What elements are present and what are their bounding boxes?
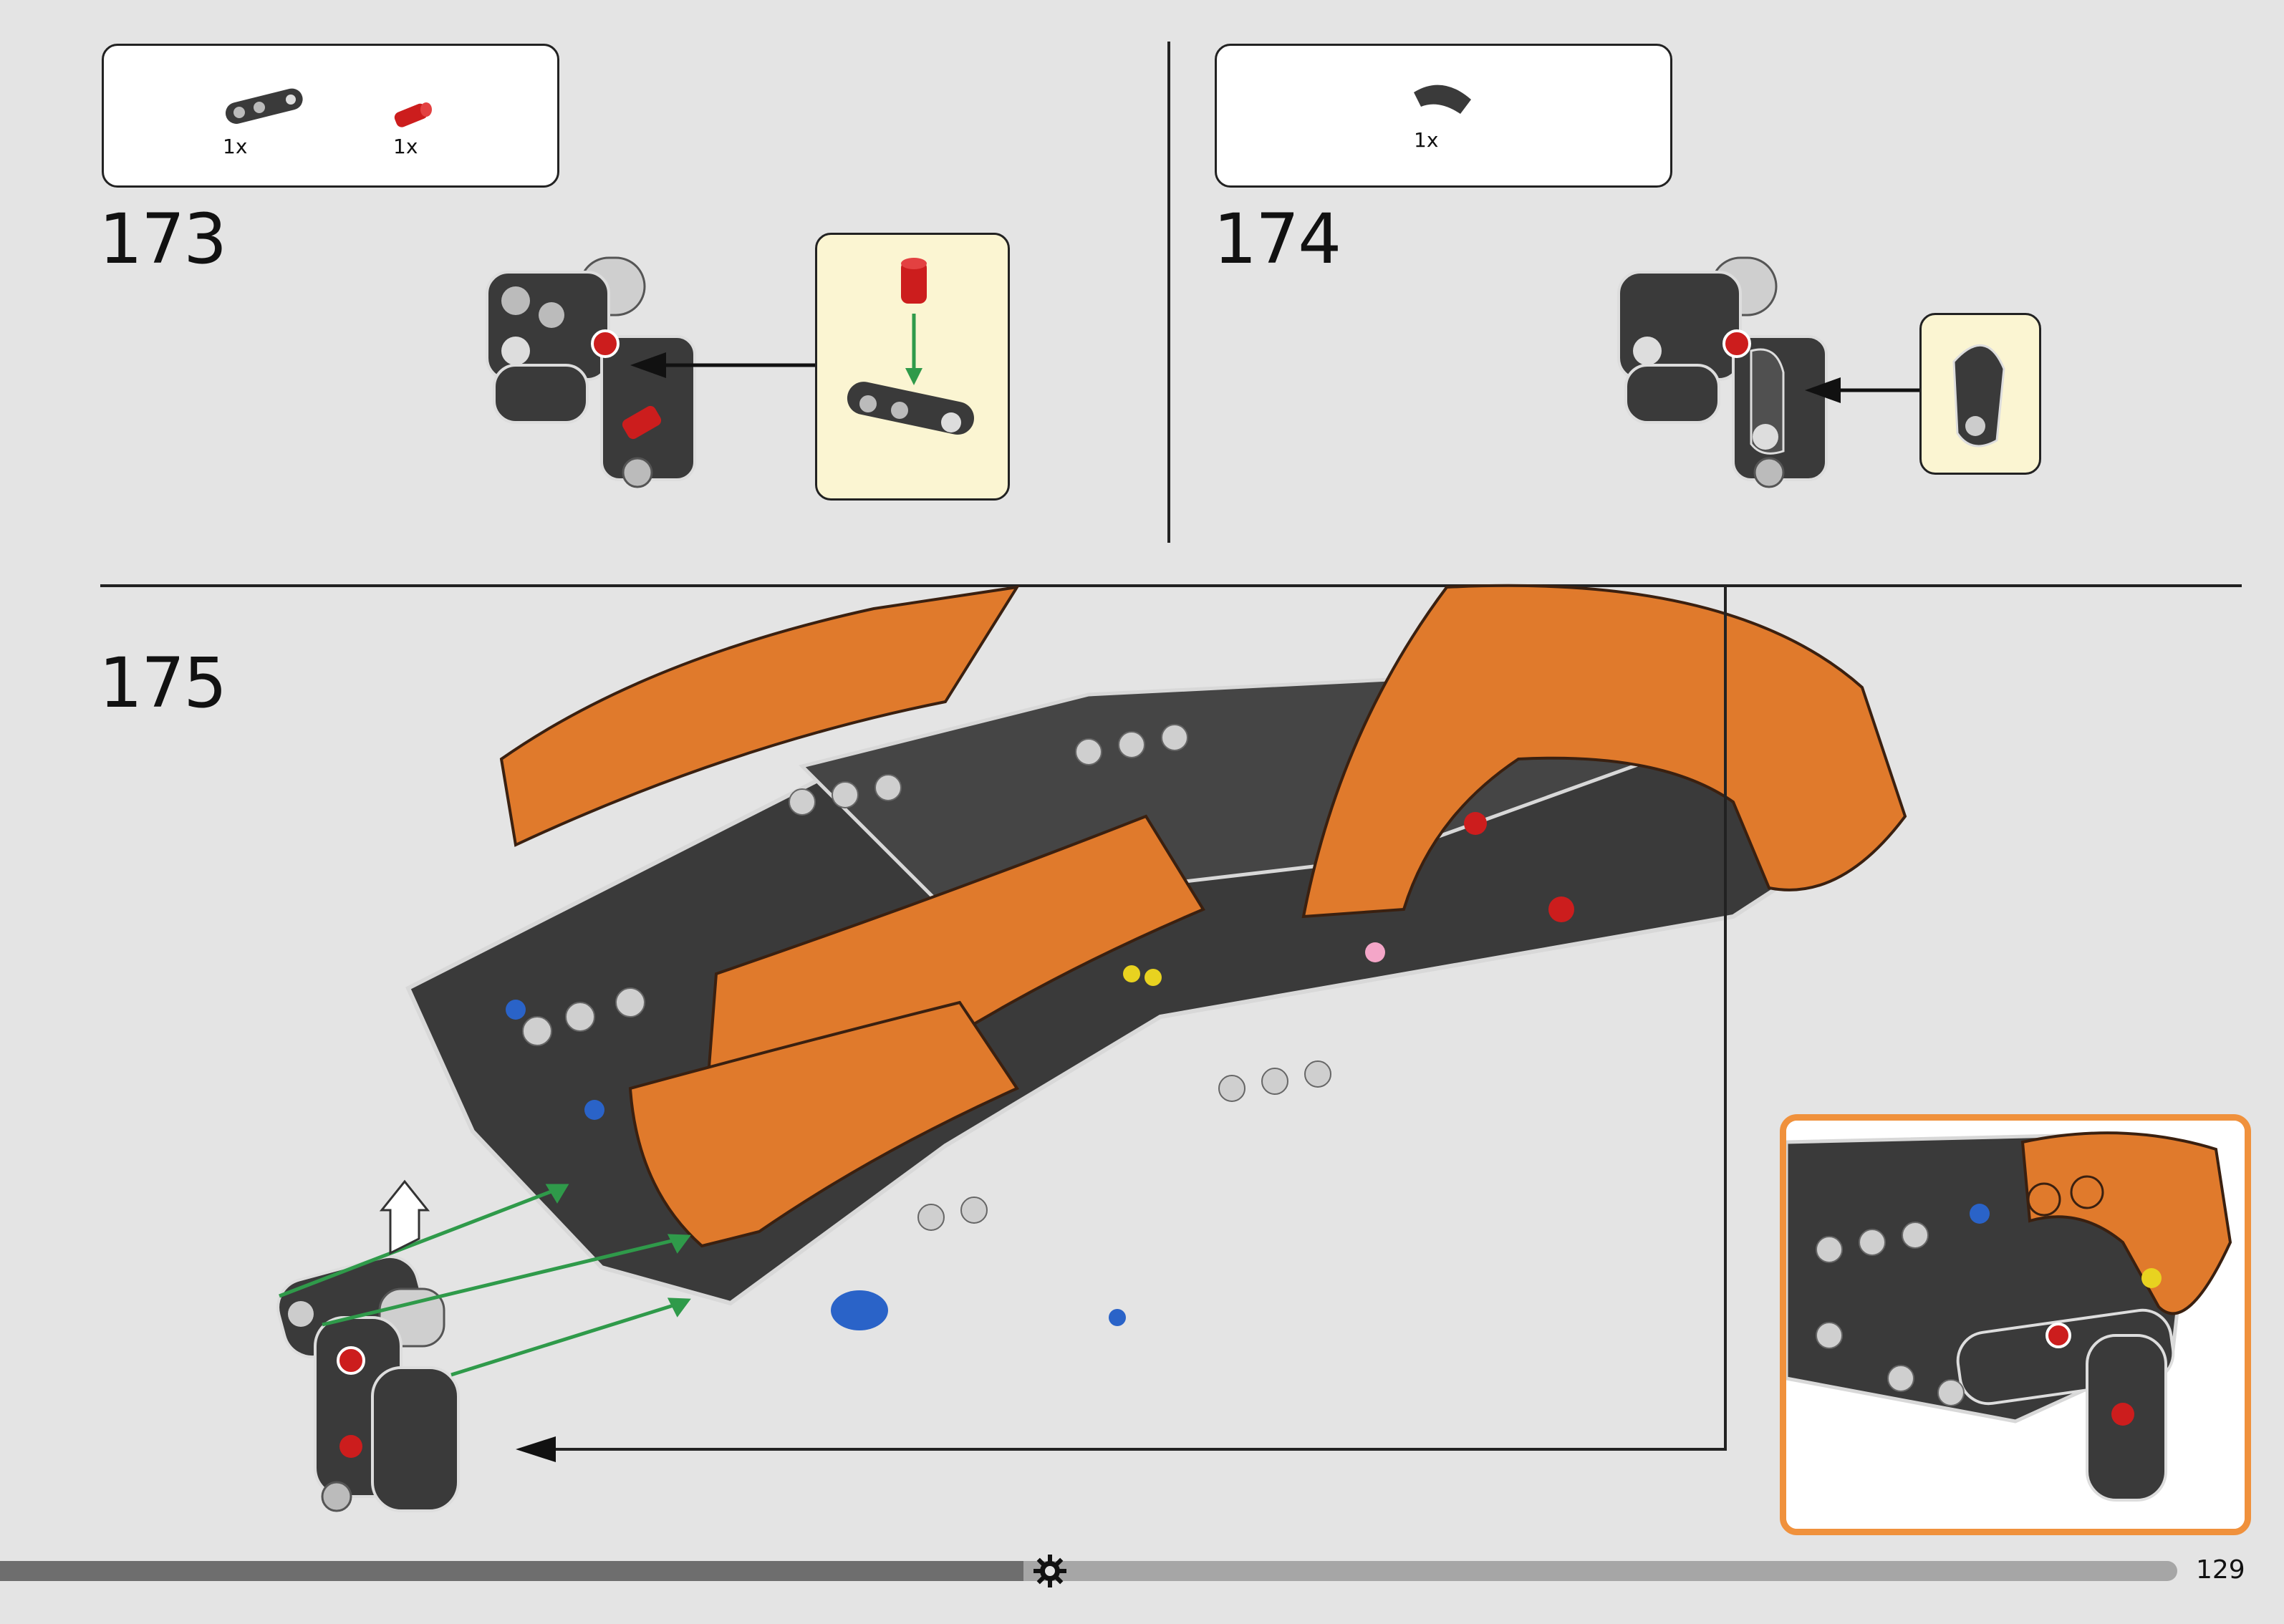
arrow-174 [1805,377,1927,403]
red-pin-part-icon [394,102,432,127]
page-number: 129 [2196,1555,2245,1585]
connector-line-horizontal [551,1448,1727,1451]
rotate-hint-arrow-icon [379,1179,430,1255]
progress-fill [0,1561,1023,1581]
part-qty: 1x [223,135,248,158]
step-number: 175 [99,643,227,723]
green-arrow-down-icon [905,314,922,385]
curved-panel-icon [1952,344,2005,448]
step-number: 173 [99,199,227,279]
parts-list-173: 1x 1x [102,44,559,188]
dark-beam-part-icon [225,88,303,124]
part-qty: 1x [393,135,418,158]
callout-174 [1919,313,2041,475]
section-divider-horizontal [100,584,2242,587]
chassis-assembly-illustration [405,584,1907,1330]
part-qty: 1x [1414,128,1439,152]
connector-arrow-head [516,1436,556,1462]
parts-list-174: 1x [1215,44,1672,188]
beam-icon [847,382,974,435]
red-pin-icon [901,258,927,304]
arrow-173 [630,352,816,378]
gear-icon [1033,1555,1066,1587]
connector-line-vertical [1724,584,1727,1451]
inset-detail-illustration [1786,1121,2245,1529]
curved-panel-part-icon [1414,84,1471,114]
detail-inset [1780,1114,2251,1535]
assembly-174-illustration [1617,256,1828,488]
assembly-173-illustration [486,256,696,488]
sub-assembly-illustration [276,1255,460,1512]
callout-173 [815,233,1010,501]
insertion-lines [279,1184,691,1377]
step-number: 174 [1213,199,1341,279]
section-divider-vertical [1167,42,1170,543]
